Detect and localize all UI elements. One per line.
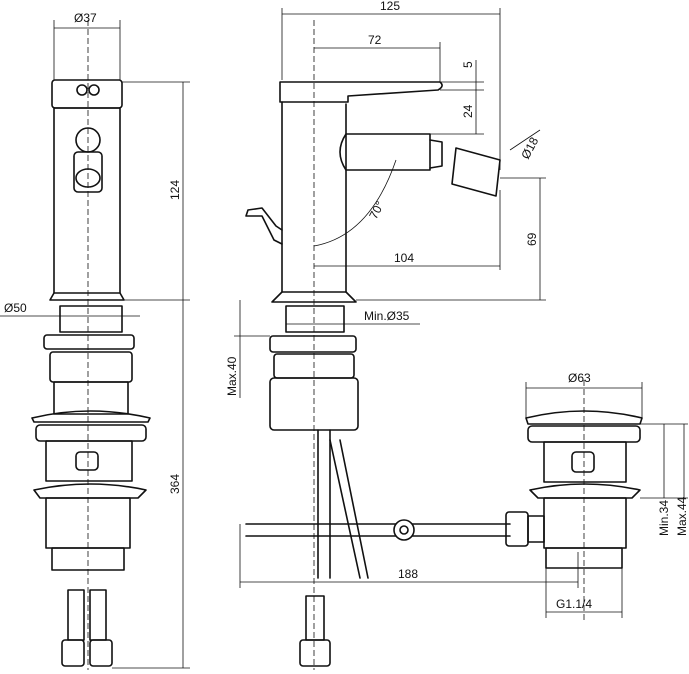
waste-view: Ø63 Min.34 Max.44 G1.1/4 — [505, 371, 689, 620]
shank — [59, 305, 123, 333]
dim-min-hole-diameter: Min.Ø35 — [364, 309, 410, 323]
rod-coupling — [505, 511, 529, 547]
dim-body-diameter: Ø37 — [74, 11, 97, 25]
pop-up-top — [525, 410, 643, 425]
hose-nut — [299, 639, 331, 667]
waste-flange — [33, 483, 147, 499]
hose-nut-left — [61, 639, 85, 667]
washer — [35, 424, 147, 442]
washer — [269, 335, 357, 353]
nut-hex — [53, 381, 129, 415]
waste-slot — [75, 451, 99, 471]
dim-spout-reach: 72 — [368, 33, 382, 47]
rod-connector — [393, 519, 415, 541]
indicator-dot — [88, 84, 100, 96]
dim-rod-length: 188 — [398, 567, 418, 581]
waste-tail — [543, 497, 627, 549]
nozzle — [451, 147, 501, 197]
nut-ring — [43, 334, 135, 350]
waste-body — [45, 440, 133, 482]
pop-up-top — [31, 410, 151, 423]
dim-line — [509, 129, 541, 151]
dim-lever-height: 24 — [461, 104, 475, 118]
clamp-nut — [49, 351, 133, 383]
dim-waste-min: Min.34 — [657, 500, 671, 536]
hose-right — [89, 589, 107, 641]
dim-overall-width: 125 — [380, 0, 400, 13]
pop-up-lever — [245, 207, 283, 245]
dim-max-deck-thickness: Max.40 — [225, 356, 239, 396]
dim-top-offset: 5 — [461, 61, 475, 68]
angle-arc — [313, 159, 397, 247]
indicator-dot — [76, 84, 88, 96]
dim-thread: G1.1/4 — [556, 597, 592, 611]
waste-tail — [45, 497, 131, 549]
spout-joint — [429, 139, 443, 169]
waste-flange — [529, 483, 641, 499]
dim-base-diameter: Ø50 — [4, 301, 27, 315]
dim-spout-diameter: Ø18 — [518, 135, 541, 162]
hose — [305, 595, 325, 641]
front-view: Ø37 124 Ø50 364 — [0, 11, 190, 670]
hose-nut-right — [89, 639, 113, 667]
shank — [285, 305, 345, 333]
rod-diagonal — [339, 439, 369, 579]
dim-overall-height: 364 — [168, 474, 182, 494]
rod-diagonal — [329, 439, 361, 579]
spout — [339, 133, 431, 171]
rod-connector-hub — [399, 525, 409, 535]
rod-bush — [527, 515, 545, 543]
dim-swivel-angle: 70° — [366, 199, 387, 222]
dim-waste-max: Max.44 — [675, 496, 689, 536]
body — [53, 107, 121, 294]
dim-waste-diameter: Ø63 — [568, 371, 591, 385]
waste-body — [543, 441, 627, 483]
dim-spout-projection: 104 — [394, 251, 414, 265]
dim-spout-height: 69 — [525, 232, 539, 246]
hose-left — [67, 589, 85, 641]
dim-body-height: 124 — [168, 180, 182, 200]
cap — [51, 79, 123, 109]
side-view: 125 72 5 24 Ø18 70° 104 69 Min.Ø35 M — [225, 0, 579, 670]
lever — [279, 81, 443, 103]
waste-slot — [571, 451, 595, 473]
base-flange — [49, 292, 125, 301]
